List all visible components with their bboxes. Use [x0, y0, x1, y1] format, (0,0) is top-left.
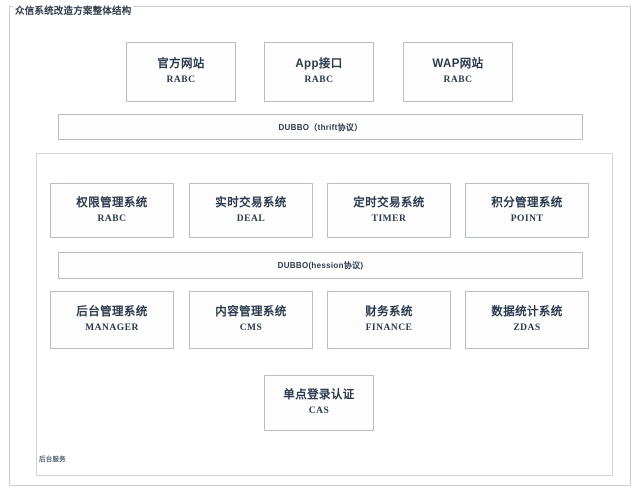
node-label-en: RABC	[166, 75, 196, 85]
node-label-en: CAS	[308, 406, 330, 416]
node-official-website[interactable]: 官方网站 RABC	[126, 42, 236, 102]
node-label-cn: WAP网站	[432, 58, 484, 70]
node-points-management-system[interactable]: 积分管理系统 POINT	[465, 183, 589, 238]
node-label-cn: 定时交易系统	[353, 196, 425, 209]
node-scheduled-trade-system[interactable]: 定时交易系统 TIMER	[327, 183, 451, 238]
node-permission-system[interactable]: 权限管理系统 RABC	[50, 183, 174, 238]
backend-services-label: 后台服务	[39, 456, 66, 463]
node-wap-website[interactable]: WAP网站 RABC	[403, 42, 513, 102]
node-label-en: TIMER	[371, 213, 407, 224]
node-label-en: MANAGER	[85, 323, 139, 333]
node-realtime-trade-system[interactable]: 实时交易系统 DEAL	[189, 183, 313, 238]
node-label-en: POINT	[510, 213, 544, 224]
node-data-statistics-system[interactable]: 数据统计系统 ZDAS	[465, 291, 589, 349]
node-label-en: RABC	[304, 75, 334, 85]
node-label-en: ZDAS	[513, 323, 541, 333]
node-label-cn: 财务系统	[365, 306, 413, 318]
node-label-cn: 积分管理系统	[491, 196, 563, 209]
node-label-en: FINANCE	[365, 323, 413, 333]
node-content-management-system[interactable]: 内容管理系统 CMS	[189, 291, 313, 349]
node-label-cn: 内容管理系统	[215, 306, 287, 318]
bus-label: DUBBO(hession协议)	[277, 261, 364, 270]
node-label-cn: 单点登录认证	[283, 389, 355, 401]
node-label-cn: 数据统计系统	[491, 306, 563, 318]
node-label-en: DEAL	[236, 213, 266, 224]
bus-dubbo-thrift[interactable]: DUBBO（thrift协议）	[58, 114, 583, 140]
node-label-cn: 权限管理系统	[76, 196, 148, 209]
node-label-en: RABC	[443, 75, 473, 85]
bus-label: DUBBO（thrift协议）	[278, 122, 363, 132]
node-label-cn: App接口	[295, 58, 343, 70]
node-label-cn: 后台管理系统	[76, 306, 148, 318]
bus-dubbo-hession[interactable]: DUBBO(hession协议)	[58, 252, 583, 279]
node-label-en: CMS	[239, 323, 263, 333]
node-backend-management-system[interactable]: 后台管理系统 MANAGER	[50, 291, 174, 349]
node-label-cn: 官方网站	[157, 58, 205, 70]
node-label-cn: 实时交易系统	[215, 196, 287, 209]
node-finance-system[interactable]: 财务系统 FINANCE	[327, 291, 451, 349]
node-app-interface[interactable]: App接口 RABC	[264, 42, 374, 102]
node-label-en: RABC	[97, 213, 127, 224]
diagram-title: 众信系统改造方案整体结构	[13, 6, 134, 18]
node-single-sign-on[interactable]: 单点登录认证 CAS	[264, 375, 374, 431]
